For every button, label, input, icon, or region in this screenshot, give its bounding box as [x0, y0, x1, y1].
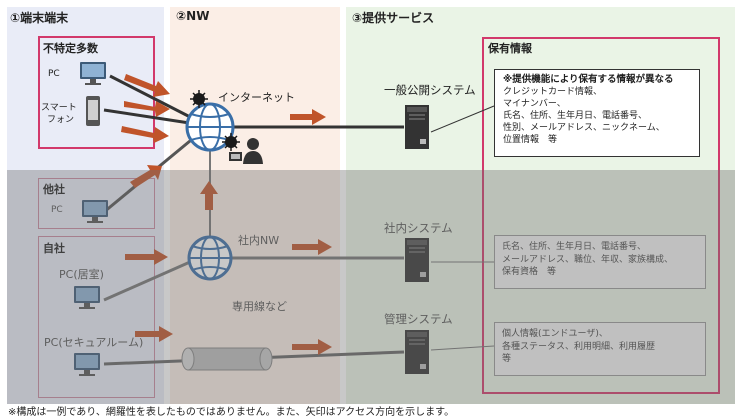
other-pc-access-arrow-icon — [130, 165, 162, 188]
public-info-box: ※提供機能により保有する情報が異なる クレジットカード情報、 マイナンバー、 氏… — [494, 69, 700, 157]
management-info-box: 個人情報(エンドユーザ)、 各種ステータス、利用明細、利用履歴 等 — [494, 322, 706, 376]
secure-pc-access-arrow-icon — [135, 326, 173, 342]
management-system-callout-line — [430, 345, 495, 351]
pc-monitor-icon — [80, 62, 106, 85]
virus-icon — [190, 90, 208, 108]
pc-home-label: PC(居室) — [59, 268, 104, 281]
intranet-up-arrow-icon — [200, 181, 218, 210]
network-zone — [170, 7, 340, 404]
smartphone-label-2: フォン — [47, 115, 75, 125]
smartphone-label-1: スマート — [41, 103, 77, 113]
public-system-label: 一般公開システム — [384, 83, 476, 97]
held-info-box — [482, 37, 720, 394]
pc-secure-room-monitor-icon — [74, 353, 100, 376]
management-info-line: 各種ステータス、利用明細、利用履歴 — [502, 341, 656, 352]
smartphone-access-arrow-icon-2 — [121, 126, 169, 143]
internal-info-box: 氏名、住所、生年月日、電話番号、 メールアドレス、職位、年収、家族構成、 保有資… — [494, 235, 706, 289]
virus-icon-2 — [222, 133, 240, 151]
terminal-zone-title: ①端末端末 — [10, 11, 69, 25]
internet-label: インターネット — [218, 91, 295, 104]
management-info-line: 等 — [502, 354, 512, 364]
leased-line-tube-icon — [181, 347, 273, 371]
other-company-box — [38, 178, 155, 229]
internal-info-line: 氏名、住所、生年月日、電話番号、 — [502, 242, 647, 252]
public-info-heading: ※提供機能により保有する情報が異なる — [503, 74, 674, 85]
own-company-box — [38, 236, 155, 398]
unspecified-users-label: 不特定多数 — [43, 42, 98, 55]
smartphone-icon — [86, 96, 100, 126]
management-system-server-icon — [404, 329, 430, 375]
service-zone-title: ③提供サービス — [352, 11, 435, 25]
pc-home-access-arrow-icon — [125, 249, 168, 265]
held-info-title: 保有情報 — [488, 42, 532, 55]
internal-system-server-icon — [404, 237, 430, 283]
public-info-line: 性別、メールアドレス、ニックネーム、 — [503, 123, 665, 133]
public-info-line: 氏名、住所、生年月日、電話番号、 — [503, 111, 648, 121]
network-zone-title: ②NW — [176, 9, 210, 23]
intranet-to-internal-arrow-icon — [292, 239, 332, 255]
internal-info-line: メールアドレス、職位、年収、家族構成、 — [502, 254, 674, 265]
hacker-person-icon — [229, 138, 263, 164]
public-system-server-icon — [404, 104, 430, 150]
management-system-label: 管理システム — [384, 312, 453, 326]
pc-label: PC — [48, 69, 60, 79]
public-info-line: マイナンバー、 — [503, 99, 566, 109]
own-company-label: 自社 — [43, 242, 65, 255]
footnote: ※構成は一例であり、網羅性を表したものではありません。また、矢印はアクセス方向を… — [8, 407, 455, 418]
other-company-pc-label: PC — [51, 205, 63, 215]
pc-secure-room-label: PC(セキュアルーム) — [44, 336, 144, 349]
internal-system-label: 社内システム — [384, 221, 453, 235]
public-info-line: クレジットカード情報、 — [503, 87, 603, 97]
internet-globe-icon — [185, 102, 235, 152]
pc-home-monitor-icon — [74, 286, 100, 309]
internal-info-line: 保有資格 等 — [502, 267, 557, 277]
smartphone-access-arrow-icon — [124, 101, 170, 117]
intranet-label: 社内NW — [238, 233, 279, 247]
smartphone-to-internet-line — [103, 108, 197, 126]
pc-access-arrow-icon — [124, 74, 170, 97]
unspecified-users-box — [38, 36, 155, 149]
leased-line-label: 専用線など — [232, 299, 287, 313]
leased-line-arrow-icon — [292, 339, 332, 355]
public-system-callout-line — [430, 105, 495, 133]
intranet-globe-icon — [187, 235, 233, 281]
other-company-label: 他社 — [43, 183, 65, 196]
management-info-line: 個人情報(エンドユーザ)、 — [502, 329, 608, 339]
internet-to-public-arrow-icon — [290, 109, 326, 125]
pc-to-internet-line — [109, 74, 197, 122]
public-info-line: 位置情報 等 — [503, 135, 558, 145]
other-company-pc-icon — [82, 200, 108, 223]
pc-home-to-intranet-line — [103, 260, 191, 302]
